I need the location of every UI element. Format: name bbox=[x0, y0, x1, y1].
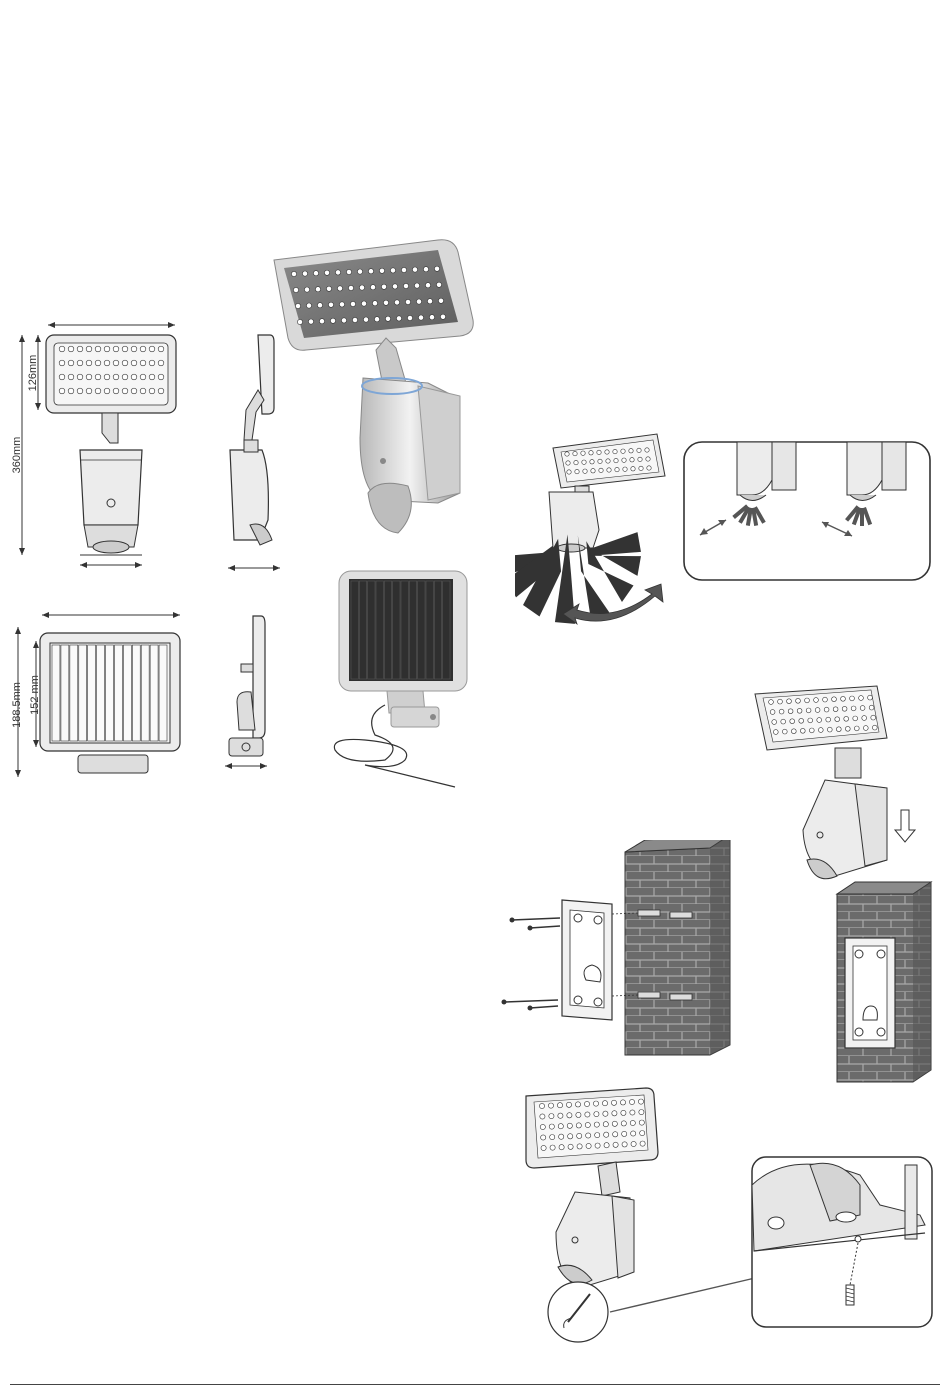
bracket-mounted-on-wall bbox=[835, 880, 935, 1085]
solar-panel-front-view-diagram: 188.5mm 152 mm bbox=[8, 605, 193, 790]
sensor-angle-detail-box bbox=[682, 440, 932, 585]
lamp-perspective-render bbox=[268, 238, 478, 543]
panel-outer-height-label: 188.5mm bbox=[11, 682, 23, 728]
total-height-label: 360mm bbox=[11, 437, 23, 474]
panel-inner-height-label: 152 mm bbox=[29, 675, 41, 715]
magnifier-connector-line bbox=[570, 1270, 760, 1330]
solar-panel-side-view-diagram bbox=[215, 612, 285, 777]
screw-detail-box bbox=[750, 1155, 935, 1330]
lamp-slide-down-diagram bbox=[745, 680, 930, 895]
screw-icon bbox=[846, 1285, 854, 1305]
solar-panel-render-with-cable bbox=[325, 565, 475, 795]
lamp-rotation-diagram bbox=[515, 430, 675, 630]
bracket-wall-mounting-diagram bbox=[500, 840, 735, 1060]
page-bottom-rule bbox=[10, 1384, 940, 1385]
down-arrow-icon bbox=[895, 810, 915, 842]
curved-double-arrow-icon bbox=[563, 584, 663, 624]
lamp-height-label: 126mm bbox=[27, 355, 39, 392]
lamp-front-view-diagram: 360mm 126mm bbox=[10, 315, 190, 580]
screw-icon bbox=[504, 918, 560, 1008]
